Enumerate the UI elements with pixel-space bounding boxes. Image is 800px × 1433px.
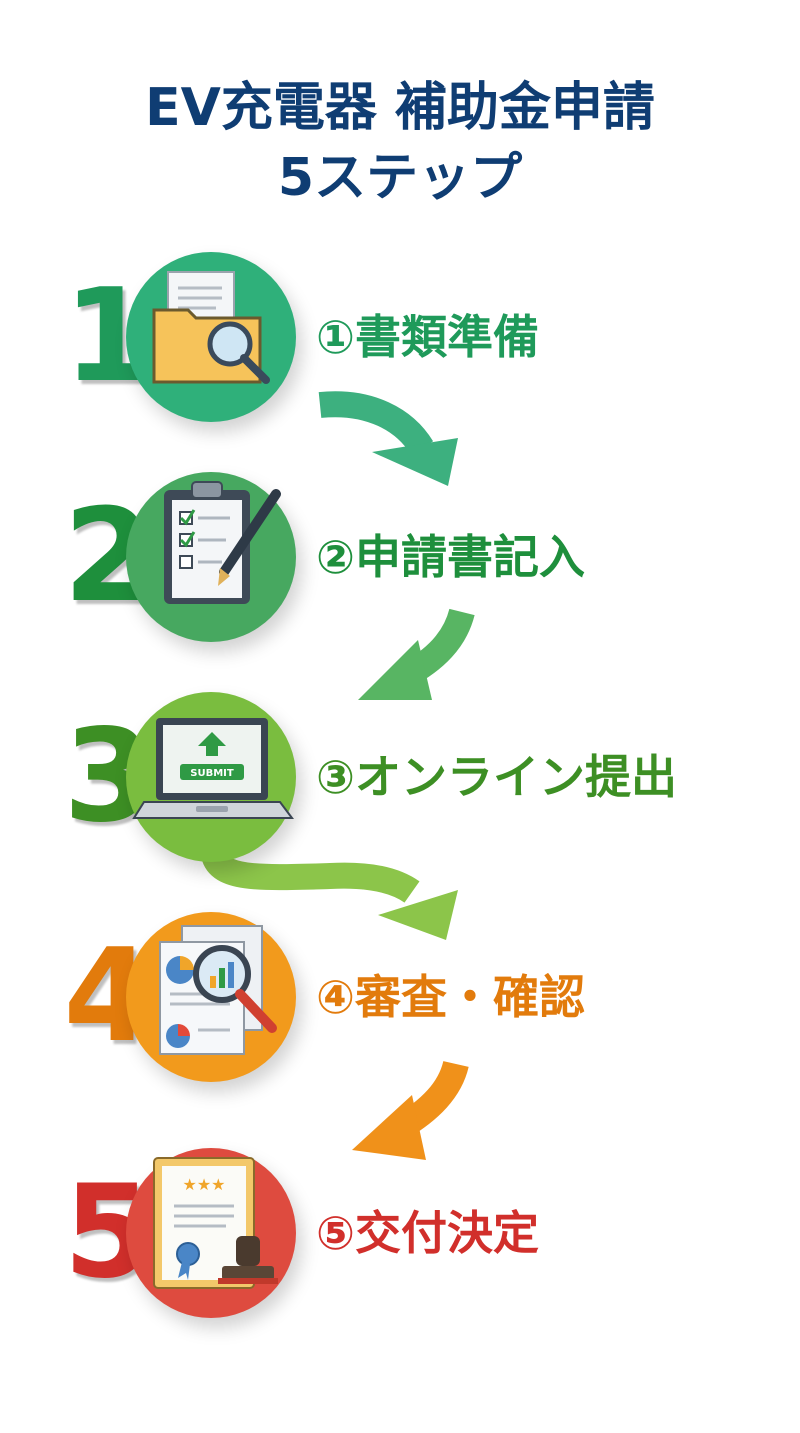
- page-title: EV充電器 補助金申請: [145, 78, 655, 138]
- step-2: 2 ②申請書記入: [0, 472, 800, 682]
- step-label: ④審査・確認: [316, 970, 585, 1024]
- certificate-stamp-icon: ★★★: [153, 1157, 278, 1289]
- step-1: 1 ①書類準備: [0, 252, 800, 462]
- laptop-upload-icon: SUBMIT: [132, 718, 294, 819]
- step-circle: [126, 252, 296, 422]
- stars-icon: ★★★: [182, 1175, 225, 1194]
- page-subtitle: 5ステップ: [277, 148, 523, 208]
- step-5: 5 ★★★ ⑤交付決定: [0, 1148, 800, 1358]
- arrow-2-to-3: [358, 608, 475, 700]
- step-label: ①書類準備: [316, 310, 539, 364]
- folder-search-icon: [152, 271, 270, 384]
- step-circle: SUBMIT: [126, 692, 296, 862]
- step-4: 4 ④審査・確認: [0, 912, 800, 1122]
- arrow-1-to-2: [318, 391, 458, 486]
- step-circle: ★★★: [126, 1148, 296, 1318]
- step-label: ⑤交付決定: [316, 1206, 539, 1260]
- document-magnifier-icon: [159, 925, 277, 1055]
- step-label: ②申請書記入: [316, 530, 585, 584]
- step-circle: [126, 472, 296, 642]
- step-label: ③オンライン提出: [316, 750, 677, 804]
- clipboard-pen-icon: [164, 481, 281, 604]
- submit-button-text: SUBMIT: [190, 768, 234, 779]
- step-3: 3 SUBMIT ③オンライン提出: [0, 692, 800, 902]
- step-circle: [126, 912, 296, 1082]
- arrow-3-to-4: [201, 850, 458, 940]
- arrow-4-to-5: [352, 1060, 469, 1160]
